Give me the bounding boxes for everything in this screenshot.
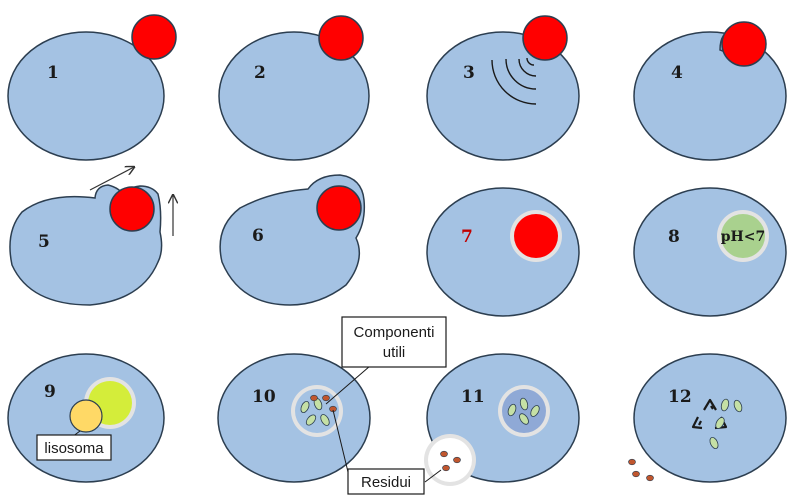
step-11: Residui 11 [347,353,580,495]
cell [633,353,787,483]
cell [218,31,370,161]
step-number: 10 [252,387,276,407]
useful-components [507,397,540,425]
useful-components [709,398,743,450]
step-number: 5 [38,232,50,252]
componenti-leader [325,365,371,405]
particle [514,214,558,258]
componenti-label-line1: Componenti [354,324,435,341]
step-number: 2 [254,63,266,83]
step-number: 12 [668,387,692,407]
lysosome [69,399,103,433]
vacuole [502,389,546,433]
componenti-label-line2: utili [383,344,406,361]
step-number: 8 [668,227,680,247]
lisosoma-label: lisosoma [44,440,104,457]
step-number: 3 [463,63,475,83]
signal-waves [491,57,537,105]
cell [426,31,580,161]
componenti-label-box [341,316,447,368]
particle [721,21,767,67]
step-3: 3 [426,15,580,161]
residui-label-box [347,468,425,495]
step-8: pH<7 8 [633,187,787,317]
particle [318,15,364,61]
step-9: lisosoma 9 [7,353,165,483]
step-7: 7 [426,187,580,317]
step-6: 6 [219,174,366,306]
residues [310,394,337,413]
step-1: 1 [7,14,177,161]
step-12: 12 [633,353,787,483]
particle [522,15,568,61]
residui-leader [332,409,349,473]
step-number: 1 [47,63,59,83]
ph-label: pH<7 [721,229,766,245]
cell [7,31,165,161]
arrow-up-right [89,167,134,191]
step-number: 7 [461,227,473,247]
step-4: 4 [633,21,787,161]
lisosoma-label-box [36,434,112,461]
step-number: 4 [671,63,683,83]
step-10: Componenti utili 10 [217,316,447,483]
step-2: 2 [218,15,370,161]
step-5: 5 [9,167,173,306]
step-number: 11 [461,387,485,407]
step-number: 6 [252,226,264,246]
step-number: 9 [44,382,56,402]
acidic-phagosome [721,214,765,258]
particle [131,14,177,60]
expelled-residues-outside [628,458,654,482]
residui-leader-2 [424,469,442,483]
particle [316,185,362,231]
expelled-residues [440,450,461,472]
particle [109,186,155,232]
residui-label: Residui [361,474,411,491]
